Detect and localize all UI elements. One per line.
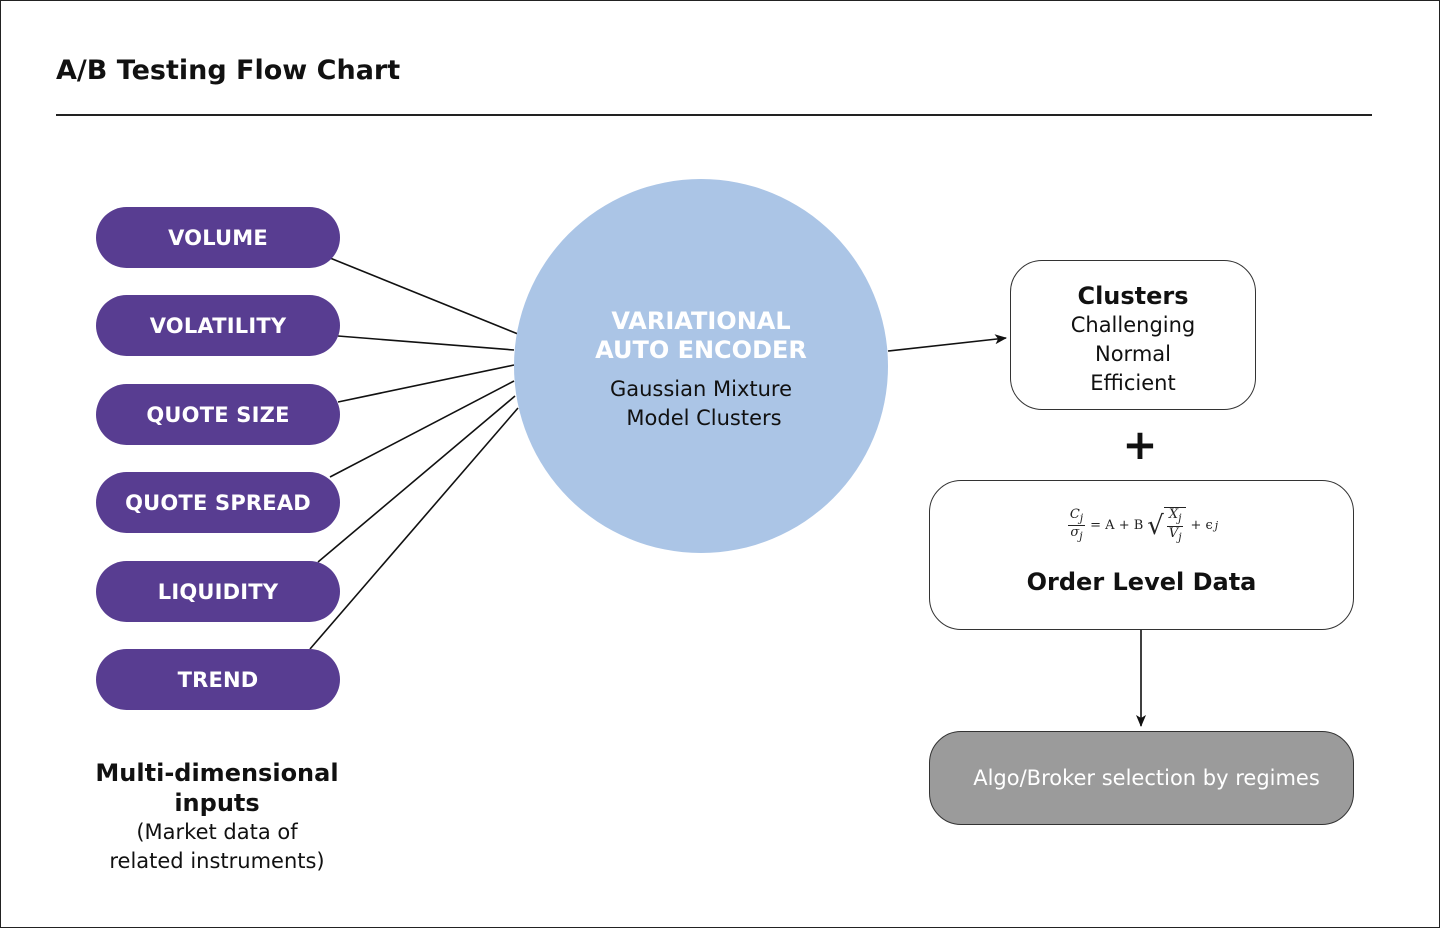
inputs-caption-sub-2: related instruments) xyxy=(109,849,325,873)
inputs-caption-sub-1: (Market data of xyxy=(136,820,298,844)
formula-sqrt-den-sub: j xyxy=(1178,530,1182,544)
vae-title-line-1: VARIATIONAL xyxy=(611,307,791,335)
sqrt-radical: √ xyxy=(1147,510,1164,541)
connector-liquidity xyxy=(317,395,516,563)
cluster-challenging: Challenging xyxy=(1070,313,1196,337)
formula-lhs-den-sub: j xyxy=(1079,529,1083,543)
algo-broker-box: Algo/Broker selection by regimes xyxy=(929,731,1354,825)
vae-sub-line-2: Model Clusters xyxy=(626,406,782,430)
inputs-caption: Multi-dimensional inputs (Market data of… xyxy=(70,758,364,876)
order-level-title: Order Level Data xyxy=(1026,568,1257,596)
formula-lhs-fraction: Cj σj xyxy=(1067,506,1086,544)
inputs-caption-title-1: Multi-dimensional xyxy=(95,759,339,787)
input-pill-quote-spread: QUOTE SPREAD xyxy=(96,472,340,533)
connector-trend xyxy=(309,407,519,650)
connector-quote-spread xyxy=(329,380,515,478)
vae-subtitle: Gaussian Mixture Model Clusters xyxy=(514,375,888,433)
clusters-title: Clusters xyxy=(1077,282,1189,310)
formula-lhs-den: σ xyxy=(1070,525,1080,541)
vae-sub-line-1: Gaussian Mixture xyxy=(609,377,793,401)
formula-lhs-num-sub: j xyxy=(1079,511,1084,525)
formula-sqrt-num-sub: j xyxy=(1178,511,1182,525)
cluster-efficient: Efficient xyxy=(1090,371,1176,395)
clusters-box: Clusters Challenging Normal Efficient xyxy=(1010,260,1256,410)
formula-sqrt: √ Xj Vj xyxy=(1147,507,1187,544)
arrow-to-clusters xyxy=(887,334,1007,352)
vae-title: VARIATIONAL AUTO ENCODER xyxy=(514,307,888,365)
formula-sqrt-den: V xyxy=(1168,525,1179,541)
algo-broker-label: Algo/Broker selection by regimes xyxy=(973,766,1320,790)
formula-lhs-num: C xyxy=(1069,506,1080,522)
formula-rhs-a: = A + B xyxy=(1090,518,1144,534)
input-pill-volatility: VOLATILITY xyxy=(96,295,340,356)
plus-sign: + xyxy=(1122,420,1158,469)
connector-volatility xyxy=(337,335,515,351)
connector-quote-size xyxy=(337,364,515,403)
formula-sqrt-num: X xyxy=(1168,507,1179,522)
input-pill-volume: VOLUME xyxy=(96,207,340,268)
input-pill-liquidity: LIQUIDITY xyxy=(96,561,340,622)
input-pill-trend: TREND xyxy=(96,649,340,710)
connector-volume xyxy=(329,257,519,335)
formula-rhs-end-sub: j xyxy=(1214,519,1219,533)
title-divider xyxy=(56,114,1372,116)
input-pill-quote-size: QUOTE SIZE xyxy=(96,384,340,445)
page-title: A/B Testing Flow Chart xyxy=(56,55,401,86)
cluster-normal: Normal xyxy=(1095,342,1171,366)
inputs-caption-title-2: inputs xyxy=(174,789,260,817)
vae-circle: VARIATIONAL AUTO ENCODER Gaussian Mixtur… xyxy=(514,179,888,553)
formula-rhs-end: + ϵ xyxy=(1190,518,1213,534)
vae-title-line-2: AUTO ENCODER xyxy=(595,336,807,364)
